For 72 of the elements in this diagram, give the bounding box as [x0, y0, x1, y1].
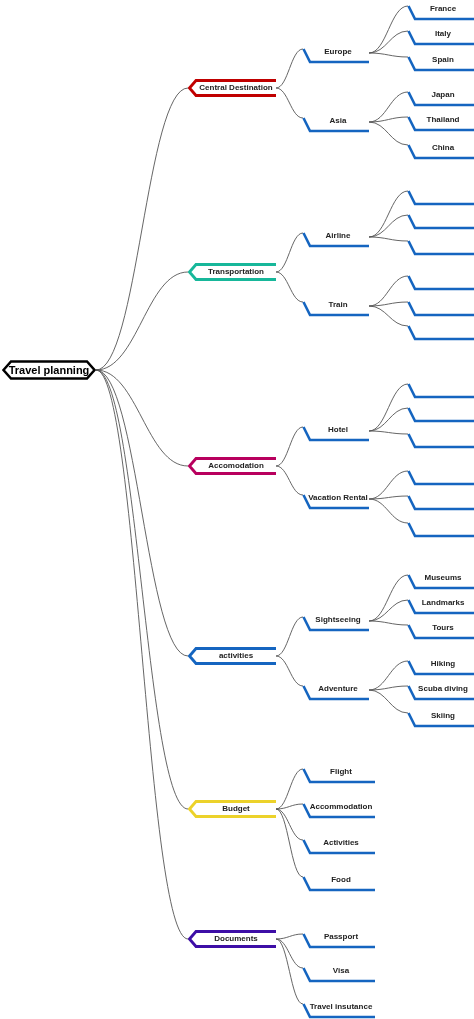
connector-line — [275, 933, 304, 940]
connector-line — [368, 52, 409, 58]
branch-node: Budget — [188, 800, 276, 818]
topic-node: Vacation Rental — [303, 492, 369, 510]
branch-node: Central Destination — [188, 79, 276, 97]
topic-node: Asia — [303, 115, 369, 133]
underline-bar — [408, 212, 474, 230]
topic-node: France — [408, 3, 474, 21]
topic-node: Europe — [303, 46, 369, 64]
connector-line — [368, 689, 409, 714]
topic-node: Landmarks — [408, 597, 474, 615]
topic-node: China — [408, 142, 474, 160]
topic-node: Scuba diving — [408, 683, 474, 701]
topic-node: Accommodation — [303, 801, 375, 819]
connector-line — [368, 301, 409, 307]
topic-node: Japan — [408, 89, 474, 107]
topic-node: Tours — [408, 622, 474, 640]
connector-line — [368, 236, 409, 242]
topic-node: Skiing — [408, 710, 474, 728]
branch-node: Transportation — [188, 263, 276, 281]
connector-line — [368, 495, 409, 500]
connector-line — [368, 498, 409, 524]
underline-bar — [408, 468, 474, 486]
topic-node: Visa — [303, 965, 375, 983]
underline-bar — [408, 323, 474, 341]
topic-node: Activities — [303, 837, 375, 855]
underline-bar — [408, 520, 474, 538]
connector-line — [275, 271, 304, 303]
connector-line — [368, 116, 409, 123]
topic-node: Flight — [303, 766, 375, 784]
underline-bar — [408, 273, 474, 291]
topic-node: Hotel — [303, 424, 369, 442]
underline-bar — [408, 431, 474, 449]
underline-bar — [408, 238, 474, 256]
topic-node: Passport — [303, 931, 375, 949]
connector-line — [368, 305, 409, 327]
connector-line — [275, 426, 304, 467]
connector-line — [275, 465, 304, 496]
underline-bar — [408, 405, 474, 423]
topic-node: Sightseeing — [303, 614, 369, 632]
connector-line — [275, 232, 304, 273]
connector-line — [368, 430, 409, 435]
topic-node: Hiking — [408, 658, 474, 676]
topic-node: Airline — [303, 230, 369, 248]
connector-line — [368, 121, 409, 146]
connector-line — [95, 369, 189, 940]
connector-line — [275, 808, 304, 878]
connector-line — [275, 938, 304, 1005]
underline-bar — [408, 493, 474, 511]
underline-bar — [408, 299, 474, 317]
topic-node: Italy — [408, 28, 474, 46]
connector-line — [275, 87, 304, 119]
hexagon-node: Travel planning — [2, 360, 96, 380]
topic-node: Thailand — [408, 114, 474, 132]
branch-node: Accomodation — [188, 457, 276, 475]
connector-line — [368, 685, 409, 691]
topic-node: Travel insutance — [303, 1001, 375, 1019]
connector-line — [275, 48, 304, 89]
underline-bar — [408, 188, 474, 206]
connector-line — [368, 620, 409, 626]
connector-line — [275, 616, 304, 657]
connector-line — [275, 803, 304, 810]
topic-node: Food — [303, 874, 375, 892]
underline-bar — [408, 381, 474, 399]
topic-node: Adventure — [303, 683, 369, 701]
topic-node: Train — [303, 299, 369, 317]
connector-line — [275, 655, 304, 687]
connector-line — [95, 271, 189, 371]
topic-node: Museums — [408, 572, 474, 590]
topic-node: Spain — [408, 54, 474, 72]
branch-node: activities — [188, 647, 276, 665]
branch-node: Documents — [188, 930, 276, 948]
